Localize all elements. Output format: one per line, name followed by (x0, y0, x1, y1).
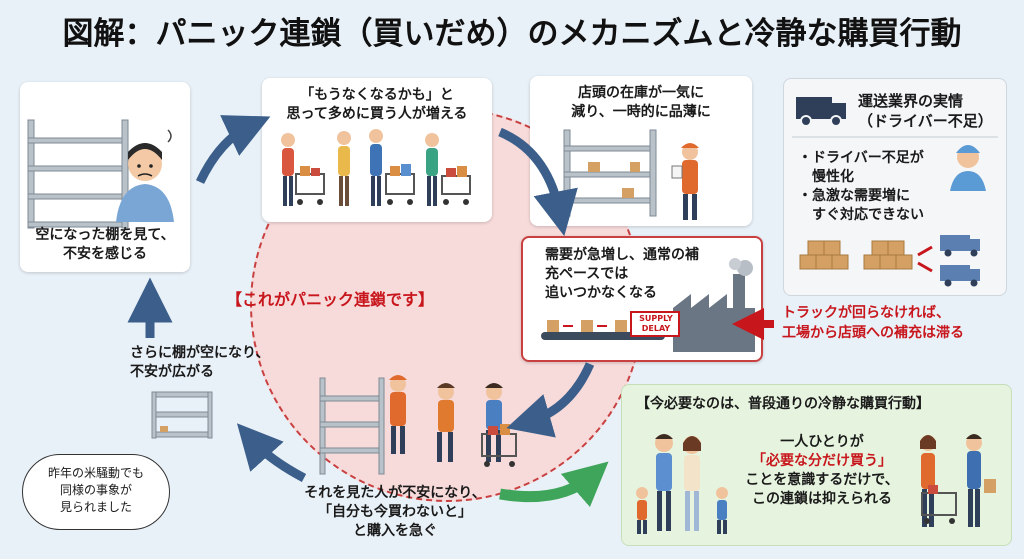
rush-buy-text-2: 「自分も今買わないと」 (318, 504, 472, 520)
empty-shelf-text-1: 空になった棚を見て、 (35, 227, 175, 243)
spread-text: さらに棚が空になり、 不安が広がる (130, 344, 300, 382)
calm-buying-advice-card: 【今必要なのは、普段通りの冷静な購買行動】 一人ひとりが 「必要な分だけ買う」 … (621, 384, 1012, 546)
truck-icon (796, 97, 846, 127)
transport-title-1: 運送業界の実情 (858, 92, 964, 110)
step-stock-drop-card: 店頭の在庫が一気に 減り、一時的に品薄に (530, 76, 752, 226)
rush-buy-text-3: と購入を急ぐ (353, 523, 437, 539)
page-title: 図解：パニック連鎖（買いだめ）のメカニズムと冷静な購買行動 (62, 16, 962, 52)
truck-note-line-2: 工場から店頭への補充は滞る (782, 325, 964, 341)
arrow-shelf-to-buy (195, 115, 271, 184)
truck-note-line-1: トラックが回らなければ、 (782, 305, 950, 321)
transport-title-2: （ドライバー不足） (858, 112, 993, 130)
staff-checking-shelf-illustration (563, 129, 699, 220)
calm-family-illustration (636, 434, 996, 534)
step-demand-surge-card: 需要が急増し、通常の補 充ペースでは 追いつかなくなる SUPPLY DELAY (521, 236, 763, 362)
sign-line-1: SUPPLY (639, 314, 673, 323)
arrow-rush-to-spread (236, 423, 307, 482)
driver-icon (950, 145, 986, 191)
advice-line-3: ことを意識するだけで、 (745, 472, 899, 488)
spread-text-1: さらに棚が空になり、 (130, 345, 270, 361)
anxious-person-illustration (27, 119, 174, 229)
transport-bullet-2: ・急激な需要増に (798, 188, 910, 204)
factory-conveyor-illustration (541, 258, 755, 352)
transport-bullet-1: ・ドライバー不足が (798, 150, 924, 166)
stock-drop-text-2: 減り、一時的に品薄に (571, 104, 711, 120)
bubble-line-1: 昨年の米騒動でも (47, 466, 144, 480)
transport-bullet-1-cont: 慢性化 (812, 169, 854, 185)
advice-line-1: 一人ひとりが (780, 434, 864, 450)
advice-line-4: この連鎖は抑えられる (752, 491, 892, 507)
rush-buy-text: それを見た人が不安になり、 「自分も今買わないと」 と購入を急ぐ (290, 484, 500, 541)
step-empty-shelf-card: 空になった棚を見て、 不安を感じる (20, 82, 190, 272)
buy-more-text-1: 「もうなくなるかも」と (300, 87, 454, 103)
transport-illustration (792, 97, 998, 287)
truck-note: トラックが回らなければ、 工場から店頭への補充は滞る (782, 303, 1018, 343)
transport-industry-card: 運送業界の実情 （ドライバー不足） ・ドライバー不足が 慢性化 ・急激な需要増に… (783, 78, 1007, 296)
advice-line-2: 「必要な分だけ買う」 (752, 453, 892, 469)
shoppers-with-carts-illustration (281, 129, 471, 206)
transport-bullet-2-cont: すぐ対応できない (812, 207, 924, 223)
sign-line-2: DELAY (641, 324, 671, 333)
boxes-and-trucks-icon (799, 235, 980, 287)
demand-surge-text-2: 充ペースでは (545, 266, 629, 282)
stock-drop-text-1: 店頭の在庫が一気に (578, 85, 704, 101)
buy-more-text-2: 思って多めに買う人が増える (286, 106, 468, 122)
rice-note-bubble: 昨年の米騒動でも 同様の事象が 見られました (22, 454, 170, 530)
spread-text-2: 不安が広がる (130, 364, 214, 380)
empty-shelf-text-2: 不安を感じる (63, 246, 147, 262)
panic-chain-label: 【これがパニック連鎖です】 (226, 290, 435, 309)
demand-surge-text-3: 追いつかなくなる (545, 285, 657, 301)
rush-buy-text-1: それを見た人が不安になり、 (304, 485, 486, 501)
bubble-line-3: 見られました (59, 500, 132, 514)
supply-delay-sign: SUPPLY DELAY (633, 314, 679, 334)
demand-surge-text-1: 需要が急増し、通常の補 (545, 247, 699, 263)
step-buy-more-card: 「もうなくなるかも」と 思って多めに買う人が増える (262, 78, 492, 222)
advice-header: 【今必要なのは、普段通りの冷静な購買行動】 (636, 396, 930, 412)
bubble-line-2: 同様の事象が (59, 483, 132, 497)
